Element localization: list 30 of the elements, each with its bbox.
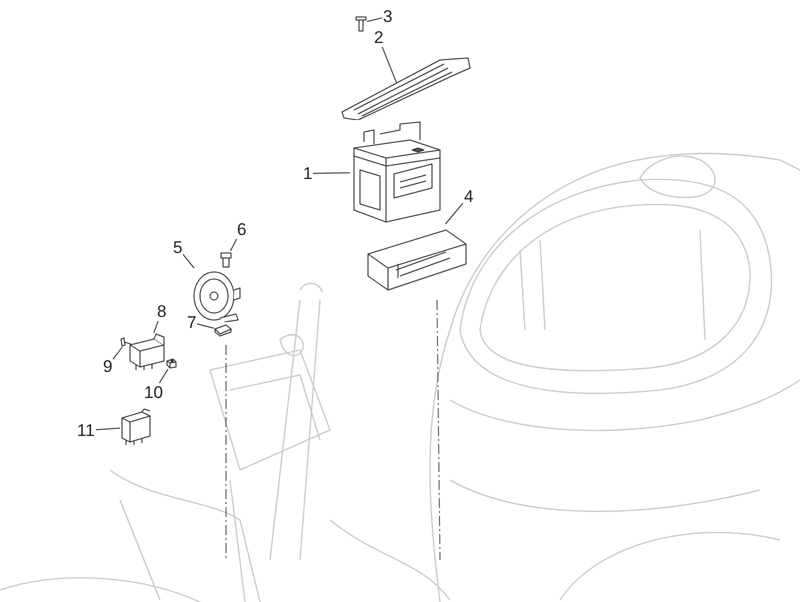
callout-number: 4 (463, 187, 474, 206)
callout-number: 5 (172, 238, 184, 257)
leader-line (196, 323, 214, 329)
callout-number: 1 (302, 164, 314, 183)
callout-number: 2 (373, 28, 384, 47)
callout-number: 6 (236, 220, 248, 239)
leader-line (182, 254, 195, 268)
leader-line (153, 320, 159, 334)
callout-number: 8 (156, 302, 168, 321)
relay-drawing (120, 408, 152, 446)
leader-line (382, 46, 398, 84)
leader-line (312, 172, 350, 174)
bolt-drawing (220, 251, 232, 268)
leader-line (96, 428, 120, 430)
leader-line (112, 346, 123, 360)
leader-line (158, 368, 169, 384)
callout-number: 10 (143, 383, 164, 402)
battery-strap-drawing (340, 56, 472, 120)
leader-line (230, 238, 238, 252)
leader-line (444, 202, 464, 224)
callout-number: 3 (382, 7, 394, 26)
callout-number: 9 (102, 357, 114, 376)
screw-drawing (355, 14, 367, 32)
relay-drawing (128, 333, 166, 371)
callout-number: 11 (76, 421, 96, 440)
leader-line (366, 17, 382, 22)
callout-number: 7 (186, 313, 198, 332)
screw-drawing (120, 337, 132, 347)
clip-nut-drawing (214, 324, 232, 337)
clip-nut-drawing (166, 358, 177, 369)
